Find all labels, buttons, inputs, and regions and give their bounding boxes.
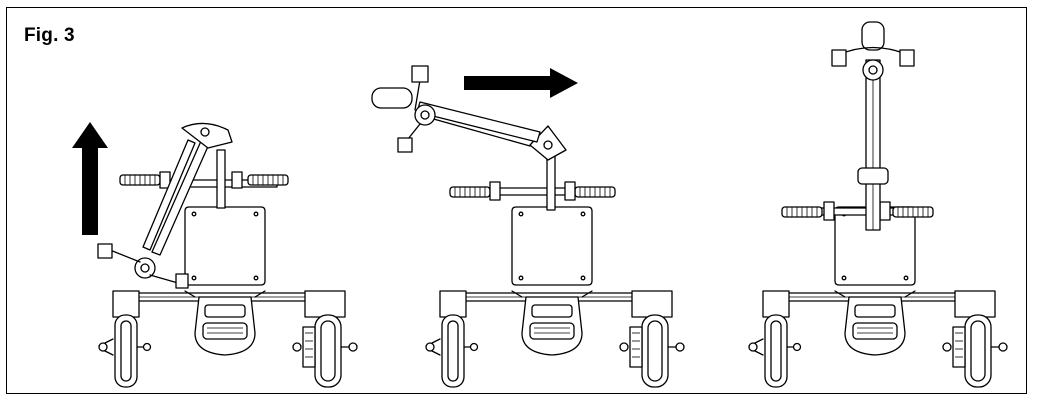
figure-label: Fig. 3 bbox=[24, 25, 75, 46]
trolley-folded bbox=[97, 122, 358, 388]
arrow-right-icon bbox=[464, 68, 578, 98]
trolley-unfolding bbox=[371, 65, 685, 388]
arrow-up-icon bbox=[72, 122, 108, 235]
trolley-unfolded bbox=[748, 21, 1008, 388]
